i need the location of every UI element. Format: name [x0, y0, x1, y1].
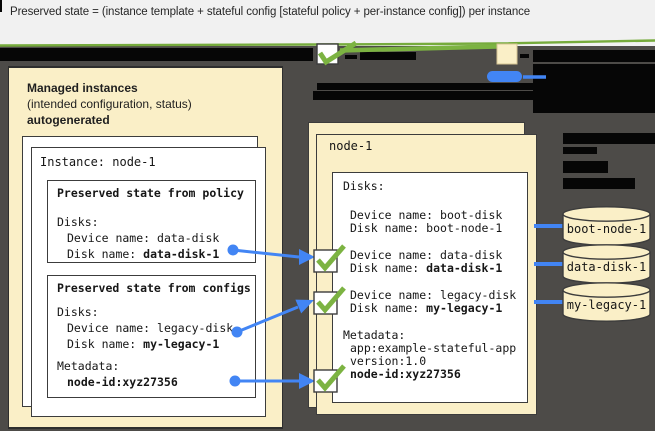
disk-value: boot-node-1	[426, 221, 503, 235]
title-band: Preserved state = (instance template + s…	[0, 0, 655, 46]
configs-box-title: Preserved state from configs	[57, 281, 251, 295]
disk-label: data-disk-1	[567, 260, 646, 274]
device-label: Device name:	[350, 208, 441, 222]
policy-disks-label: Disks:	[57, 215, 99, 229]
disk-cylinder-legacy: my-legacy-1	[562, 282, 651, 322]
redaction-bar	[317, 83, 593, 90]
node-disks-label: Disks:	[343, 179, 385, 193]
cylinder-top	[562, 244, 651, 260]
redaction-bar	[563, 161, 608, 173]
device-value: boot-disk	[440, 208, 503, 222]
disk-entry-device: Device name: boot-disk	[350, 209, 502, 222]
disk-value: data-disk-1	[426, 261, 503, 275]
cylinder-body	[562, 290, 651, 322]
disk-value: my-legacy-1	[143, 337, 220, 351]
device-value: legacy-disk	[157, 321, 234, 335]
node-metadata-label: Metadata:	[343, 328, 406, 342]
device-label: Device name:	[350, 288, 441, 302]
diagram-title: Preserved state = (instance template + s…	[10, 6, 531, 18]
managed-instances-header: Managed instances (intended configuratio…	[27, 80, 267, 128]
redaction-bar	[563, 133, 655, 144]
redaction-bar	[0, 0, 2, 12]
policy-box-title: Preserved state from policy	[57, 186, 244, 200]
legend-template-box	[496, 43, 518, 65]
cylinder-top	[562, 282, 651, 298]
cylinder-body	[562, 252, 651, 284]
instance-card-title: Instance: node-1	[40, 155, 156, 169]
node-panel-title: node-1	[329, 139, 373, 153]
device-value: data-disk	[440, 248, 503, 262]
disk-label: Disk name:	[350, 301, 427, 315]
redaction-bar	[520, 54, 529, 58]
node-disks-box	[332, 172, 528, 403]
disk-label: Disk name:	[350, 221, 427, 235]
device-label: Device name:	[350, 248, 441, 262]
disk-label: Disk name:	[350, 261, 427, 275]
configs-state-box	[47, 275, 256, 398]
cylinder-top	[562, 206, 651, 222]
disk-cylinder-data: data-disk-1	[562, 244, 651, 284]
configs-disk-line: Disk name: my-legacy-1	[67, 338, 219, 351]
configs-device-line: Device name: legacy-disk	[67, 322, 233, 335]
configs-disks-label: Disks:	[57, 305, 99, 319]
redaction-bar	[313, 91, 633, 100]
node-metadata-line: app:example-stateful-app	[350, 341, 517, 355]
disk-cylinder-boot: boot-node-1	[562, 206, 651, 246]
node-metadata-bold: node-id:xyz27356	[350, 367, 461, 381]
redaction-bar	[563, 178, 635, 189]
redaction-bar	[0, 48, 313, 61]
disk-entry-disk: Disk name: data-disk-1	[350, 262, 502, 275]
disk-value: data-disk-1	[143, 247, 220, 261]
redaction-bar	[533, 50, 655, 62]
redaction-bar	[360, 52, 416, 60]
disk-label: boot-node-1	[567, 222, 646, 236]
device-label: Device name:	[67, 231, 158, 245]
template-green-arrow-shaft	[339, 44, 498, 53]
disk-label: my-legacy-1	[567, 298, 646, 312]
header-line-bold: Managed instances	[27, 81, 138, 95]
redaction-bar	[345, 55, 357, 59]
disk-entry-disk: Disk name: my-legacy-1	[350, 302, 502, 315]
configs-metadata-label: Metadata:	[57, 359, 120, 373]
disk-entry-device: Device name: data-disk	[350, 249, 502, 262]
disk-entry-device: Device name: legacy-disk	[350, 289, 516, 302]
policy-state-box	[47, 180, 256, 263]
cylinder-body	[562, 214, 651, 246]
configs-metadata-value: node-id:xyz27356	[67, 375, 178, 389]
header-line: (intended configuration, status)	[27, 97, 192, 111]
disk-entry-disk: Disk name: boot-node-1	[350, 222, 502, 235]
disk-value: my-legacy-1	[426, 301, 503, 315]
device-value: data-disk	[157, 231, 220, 245]
node-metadata-line: version:1.0	[350, 354, 427, 368]
header-line-bold: autogenerated	[27, 113, 110, 127]
policy-device-line: Device name: data-disk	[67, 232, 219, 245]
policy-disk-line: Disk name: data-disk-1	[67, 248, 219, 261]
redaction-bar	[563, 147, 597, 154]
legend-blue-connector	[487, 71, 522, 82]
device-label: Device name:	[67, 321, 158, 335]
disk-label: Disk name:	[67, 337, 144, 351]
disk-label: Disk name:	[67, 247, 144, 261]
device-value: legacy-disk	[440, 288, 517, 302]
legend-checkbox	[316, 43, 339, 65]
